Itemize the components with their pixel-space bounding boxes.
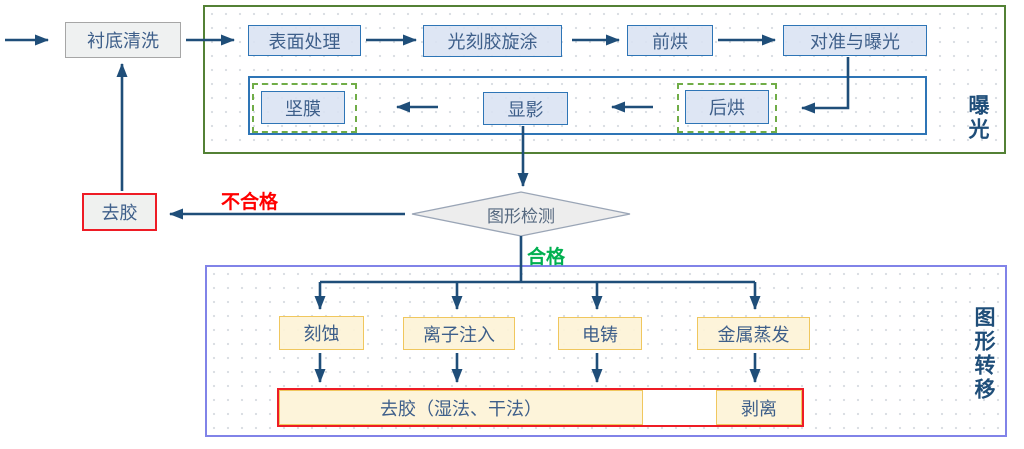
node-etching: 刻蚀 (279, 316, 364, 350)
exposure-second-row-container (248, 76, 927, 135)
node-post-bake: 后烘 (685, 90, 769, 124)
label-exposure-section: 曝光 (966, 94, 989, 142)
node-hard-bake: 坚膜 (261, 91, 345, 124)
node-ion-implantation: 离子注入 (403, 317, 515, 350)
node-substrate-cleaning: 衬底清洗 (65, 22, 181, 58)
node-strip-resist: 去胶 (82, 193, 157, 231)
node-resist-spin-coating: 光刻胶旋涂 (423, 25, 562, 57)
node-strip-wet-dry: 去胶（湿法、干法） (279, 390, 643, 425)
decision-pattern-inspection: 图形检测 (487, 206, 555, 226)
post-bake-dashed-frame (677, 83, 777, 133)
node-surface-treatment: 表面处理 (248, 25, 361, 56)
node-align-and-expose: 对准与曝光 (783, 25, 927, 56)
label-pattern-transfer-section: 图形转移 (972, 306, 995, 402)
hard-bake-dashed-frame (252, 83, 357, 133)
label-pass: 合格 (527, 247, 566, 268)
node-liftoff: 剥离 (716, 390, 802, 425)
node-electroforming: 电铸 (558, 317, 642, 350)
decision-diamond-shape (411, 191, 631, 237)
node-prebake: 前烘 (627, 25, 713, 56)
node-develop: 显影 (483, 92, 568, 125)
label-fail: 不合格 (221, 192, 279, 213)
node-metal-evaporation: 金属蒸发 (697, 317, 810, 350)
